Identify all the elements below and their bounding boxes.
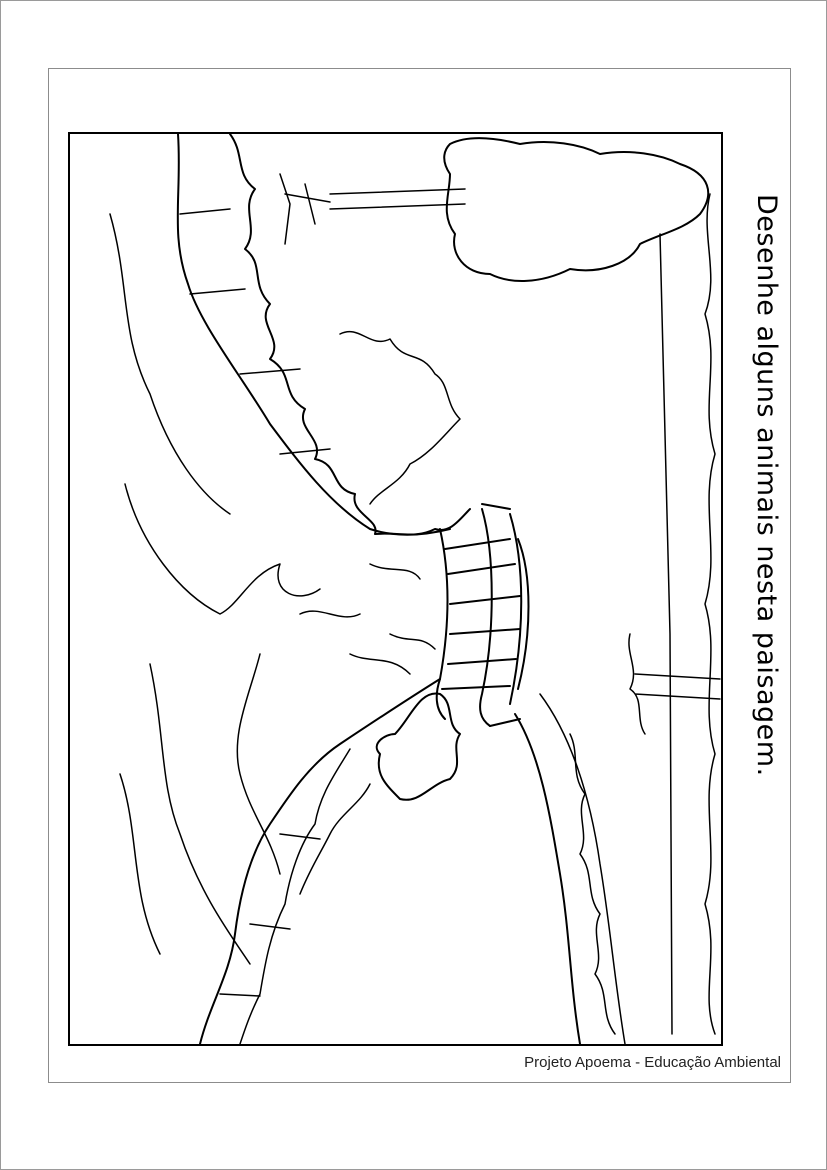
bush-top-tufts <box>339 331 461 505</box>
bush-lower <box>375 692 461 801</box>
instruction-text: Desenhe alguns animais nesta paisagem. <box>751 194 782 777</box>
riverbank-top <box>176 134 451 536</box>
river-ripple <box>299 563 436 675</box>
bridge <box>435 503 530 727</box>
riverbank-lower-cliff <box>219 833 321 997</box>
bush-lower-tufts <box>299 783 371 895</box>
hills-line <box>236 653 281 875</box>
footer-credit: Projeto Apoema - Educação Ambiental <box>524 1054 781 1071</box>
bush-top <box>229 134 471 536</box>
right-edge-shrubs <box>704 193 716 1035</box>
hills-line <box>119 773 161 955</box>
river-edge-right2 <box>539 693 626 1044</box>
coloring-illustration <box>68 132 723 1046</box>
tree-canopy-top <box>443 137 710 282</box>
instruction-text-container: Desenhe alguns animais nesta paisagem. <box>751 194 782 894</box>
page-frame <box>48 68 791 1083</box>
hills-line <box>124 483 321 615</box>
tree-trunk-top <box>279 173 316 245</box>
small-tree-right <box>628 633 721 735</box>
tree-branch <box>284 193 331 203</box>
grass-right <box>569 733 616 1035</box>
tree-trunk-top-right <box>329 188 466 210</box>
riverbank-lower <box>199 678 441 1044</box>
bush-lower-strip <box>239 748 351 1044</box>
hills-line <box>149 663 251 965</box>
hills-line <box>109 213 231 515</box>
riverbank-top-cliff <box>179 208 331 455</box>
river-edge-right <box>514 713 581 1044</box>
right-bank-line <box>659 233 673 1035</box>
